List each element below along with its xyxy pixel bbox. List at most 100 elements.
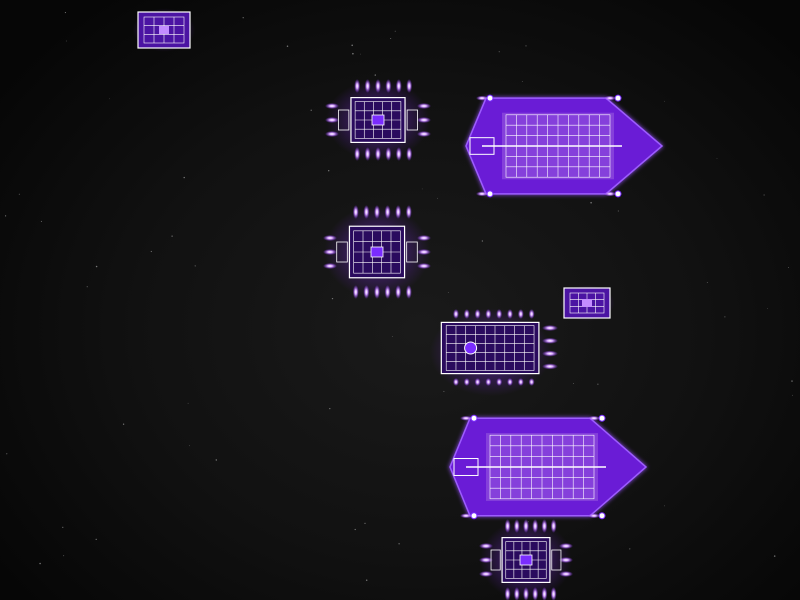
star — [706, 281, 708, 283]
star — [310, 109, 312, 111]
thruster-flame — [532, 587, 539, 600]
star — [63, 555, 65, 557]
thruster-flame — [559, 543, 573, 549]
star — [391, 336, 393, 337]
thruster-flame — [325, 117, 339, 123]
thruster-flame — [375, 147, 381, 161]
thruster-flame — [479, 571, 493, 577]
ship-escort-1[interactable] — [325, 79, 431, 161]
ship-frigate[interactable] — [430, 308, 558, 396]
ship-capital-2[interactable] — [449, 414, 648, 520]
star-field — [5, 12, 793, 581]
ship-escort-3[interactable] — [479, 519, 573, 600]
ship-small-pod[interactable] — [132, 8, 196, 52]
star — [86, 286, 88, 288]
star — [763, 194, 765, 196]
ship-core — [159, 26, 169, 34]
star — [365, 579, 368, 581]
thruster-flame — [406, 147, 413, 161]
star — [590, 201, 592, 204]
ship-core — [519, 554, 533, 566]
thruster-flame — [542, 363, 558, 370]
thruster-flame — [364, 147, 371, 161]
thruster-flame — [363, 285, 370, 299]
side-pod — [338, 109, 350, 131]
thruster-flame — [528, 378, 535, 386]
thruster-flame — [395, 147, 402, 161]
star — [364, 522, 366, 524]
ship-core — [370, 246, 384, 258]
star — [39, 562, 41, 565]
star — [629, 548, 631, 550]
star — [664, 100, 665, 102]
thruster-flame — [384, 285, 391, 299]
thruster-flame — [474, 309, 481, 319]
thruster-flame — [485, 378, 492, 386]
star — [498, 51, 500, 53]
thruster-flame — [463, 309, 470, 319]
star — [394, 30, 396, 32]
star — [664, 505, 665, 507]
thruster-flame — [474, 378, 481, 386]
star — [481, 240, 484, 242]
star — [40, 220, 42, 222]
thruster-flame — [417, 235, 431, 241]
star — [286, 45, 289, 48]
thruster-flame — [523, 519, 529, 533]
thruster-flame — [417, 131, 431, 137]
star — [788, 266, 789, 268]
star — [171, 235, 173, 237]
star — [109, 98, 110, 100]
thruster-flame — [374, 205, 380, 219]
star — [791, 380, 793, 382]
star — [6, 453, 8, 455]
star — [352, 52, 354, 55]
thruster-flame — [479, 543, 493, 549]
ship-escort-2[interactable] — [323, 205, 431, 299]
thruster-flame — [517, 378, 524, 386]
star — [5, 215, 7, 217]
thruster-flame — [517, 309, 524, 319]
star — [122, 423, 125, 425]
star — [329, 407, 331, 410]
thruster-flame — [513, 519, 520, 533]
star — [390, 38, 392, 39]
thruster-flame — [352, 205, 359, 219]
star — [354, 528, 356, 531]
thruster-flame — [354, 79, 361, 93]
star — [398, 543, 400, 545]
star — [64, 12, 66, 14]
thruster-flame — [588, 415, 600, 421]
thruster-flame — [496, 309, 503, 319]
star — [573, 383, 575, 384]
thruster-flame — [395, 285, 402, 299]
thruster-flame — [550, 587, 557, 600]
thruster-flame — [352, 285, 359, 299]
thruster-flame — [463, 378, 470, 386]
star — [767, 308, 768, 310]
thruster-flame — [532, 519, 539, 533]
star — [65, 40, 67, 42]
thruster-flame — [506, 378, 513, 386]
star — [331, 297, 334, 300]
ship-capital-1[interactable] — [465, 94, 664, 198]
thruster-flame — [375, 79, 381, 93]
side-pod — [406, 109, 418, 131]
star — [150, 250, 152, 253]
thruster-flame — [496, 378, 503, 386]
thruster-flame — [542, 350, 558, 357]
thruster-flame — [513, 587, 520, 600]
star — [183, 176, 185, 179]
star — [773, 555, 776, 557]
thruster-flame — [325, 103, 339, 109]
star — [597, 383, 599, 385]
ship-small-pod-2[interactable] — [559, 285, 615, 321]
star — [437, 197, 438, 199]
thruster-flame — [523, 587, 529, 600]
side-pod — [406, 241, 418, 263]
thruster-flame — [479, 557, 493, 563]
side-pod — [336, 241, 348, 263]
star — [194, 265, 196, 267]
